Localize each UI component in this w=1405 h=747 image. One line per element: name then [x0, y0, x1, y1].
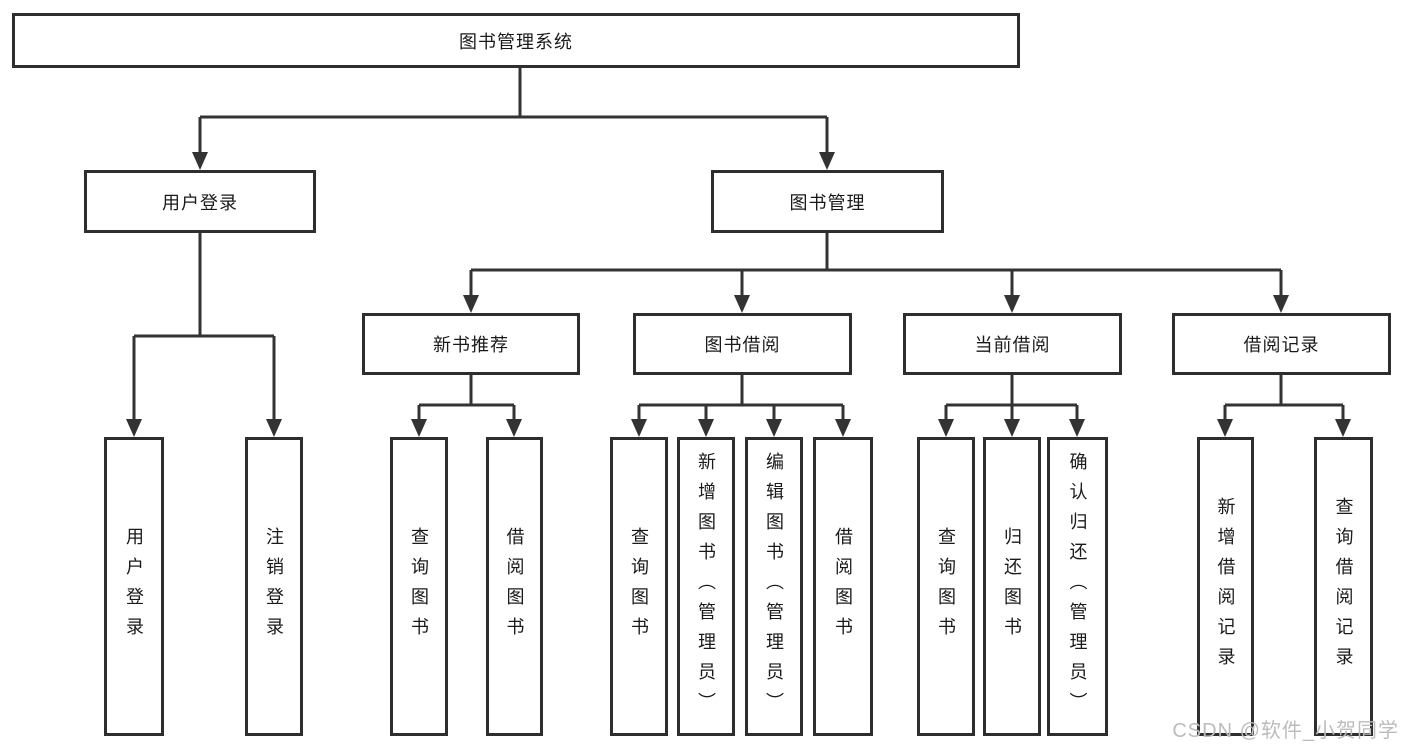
arrowhead-icon — [411, 419, 427, 437]
node-label: 新书推荐 — [433, 335, 509, 355]
arrowhead-icon — [463, 295, 479, 313]
leaf-query-borrow-record: 查询借阅记录 — [1314, 437, 1373, 736]
node-label: 用户登录 — [162, 192, 238, 213]
leaf-label: 新增借阅记录 — [1215, 496, 1236, 677]
arrowhead-icon — [835, 419, 851, 437]
arrowhead-icon — [1004, 419, 1020, 437]
arrowhead-icon — [631, 419, 647, 437]
arrowhead-icon — [766, 419, 782, 437]
connector-borrowrecords-to-leaves — [1223, 375, 1345, 420]
leaf-query-books-current: 查询图书 — [917, 437, 975, 736]
arrowhead-icon — [1004, 295, 1020, 313]
arrowhead-icon — [1217, 419, 1233, 437]
leaf-label: 新增图书（管理员） — [696, 451, 716, 722]
arrowhead-icon — [506, 419, 522, 437]
node-new-book-recommend: 新书推荐 — [362, 313, 580, 375]
leaf-query-books-borrow: 查询图书 — [610, 437, 668, 736]
node-label: 借阅记录 — [1243, 335, 1320, 355]
leaf-borrow-books: 借阅图书 — [813, 437, 873, 736]
leaf-user-login: 用户登录 — [104, 437, 164, 736]
leaf-label: 查询图书 — [409, 526, 429, 647]
connector-root-to-level2 — [198, 68, 829, 153]
leaf-label: 归还图书 — [1002, 526, 1022, 647]
arrowhead-icon — [734, 295, 750, 313]
leaf-confirm-return-admin: 确认归还（管理员） — [1047, 437, 1108, 736]
leaf-query-books-recommend: 查询图书 — [390, 437, 448, 736]
node-label: 图书管理系统 — [459, 31, 573, 52]
node-label: 图书管理 — [789, 192, 866, 213]
arrowhead-icon — [819, 152, 835, 170]
arrowhead-icon — [1273, 295, 1289, 313]
leaf-label: 用户登录 — [124, 526, 144, 647]
connector-newbooks-to-leaves — [417, 375, 516, 420]
leaf-logout: 注销登录 — [245, 437, 303, 736]
leaf-add-books-admin: 新增图书（管理员） — [677, 437, 735, 736]
leaf-borrow-books-recommend: 借阅图书 — [486, 437, 543, 736]
node-root-system: 图书管理系统 — [12, 13, 1020, 68]
arrowhead-icon — [126, 419, 142, 437]
leaf-label: 借阅图书 — [833, 526, 853, 647]
leaf-label: 借阅图书 — [504, 526, 525, 647]
arrowhead-icon — [1069, 419, 1085, 437]
leaf-label: 编辑图书（管理员） — [764, 451, 784, 722]
leaf-label: 确认归还（管理员） — [1067, 451, 1088, 722]
node-current-borrow: 当前借阅 — [903, 313, 1122, 375]
leaf-label: 查询借阅记录 — [1333, 496, 1354, 677]
arrowhead-icon — [938, 419, 954, 437]
connector-bookborrow-to-leaves — [637, 375, 845, 420]
node-book-management: 图书管理 — [711, 170, 944, 233]
arrowhead-icon — [192, 152, 208, 170]
leaf-label: 注销登录 — [264, 526, 284, 647]
node-label: 当前借阅 — [974, 335, 1051, 355]
node-user-login: 用户登录 — [84, 170, 316, 233]
connector-userlogin-to-leaves — [132, 233, 276, 420]
node-label: 图书借阅 — [704, 335, 781, 355]
arrowhead-icon — [698, 419, 714, 437]
connector-bookmgmt-to-level3 — [469, 233, 1283, 296]
leaf-edit-books-admin: 编辑图书（管理员） — [745, 437, 803, 736]
leaf-return-books: 归还图书 — [983, 437, 1041, 736]
connector-currentborrow-to-leaves — [944, 375, 1079, 420]
leaf-add-borrow-record: 新增借阅记录 — [1197, 437, 1254, 736]
node-book-borrow: 图书借阅 — [633, 313, 852, 375]
leaf-label: 查询图书 — [936, 526, 956, 647]
leaf-label: 查询图书 — [629, 526, 649, 647]
arrowhead-icon — [266, 419, 282, 437]
arrowhead-icon — [1335, 419, 1351, 437]
node-borrow-records: 借阅记录 — [1172, 313, 1391, 375]
